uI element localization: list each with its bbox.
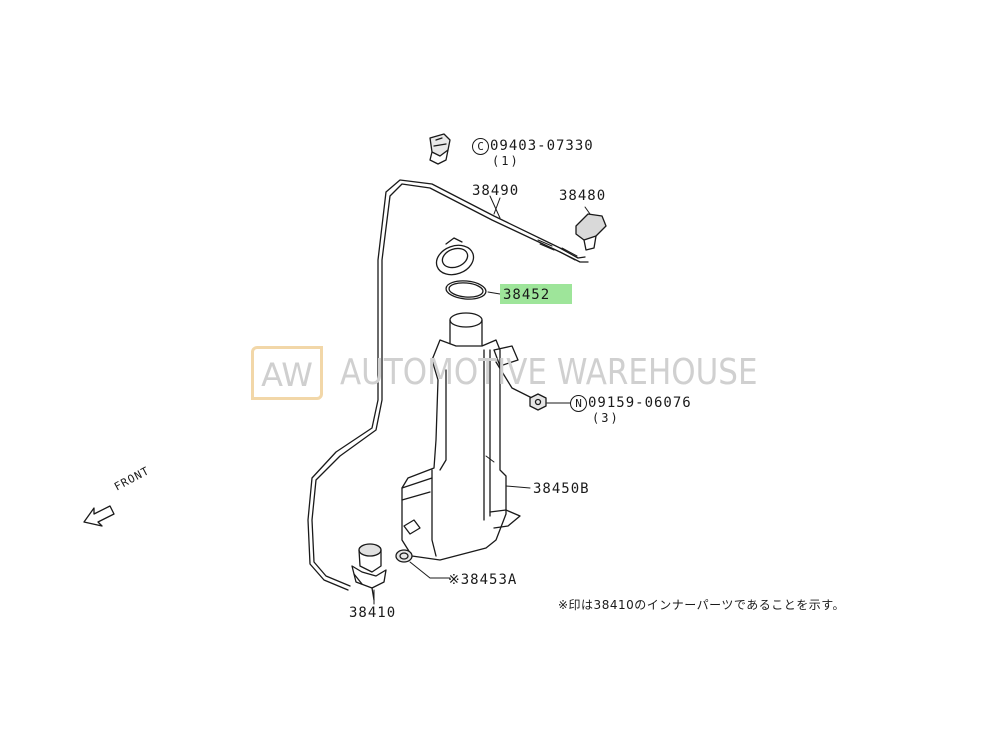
seal-ring: [445, 280, 501, 300]
hose-callout[interactable]: 38490: [472, 183, 520, 199]
filler-cap: [435, 237, 475, 276]
clip-part: [429, 133, 451, 165]
washer-pump: [351, 543, 387, 605]
grommet: [395, 549, 451, 579]
pump-callout[interactable]: 38410: [349, 605, 397, 621]
front-arrow-icon: [83, 505, 115, 527]
nut-quantity: (3): [592, 411, 620, 425]
highlight-box: [500, 284, 572, 304]
nut-part-number: 09159-06076: [588, 395, 692, 411]
mounting-nut: [529, 393, 571, 411]
watermark-text: AUTOMOTIVE WAREHOUSE: [340, 352, 758, 393]
watermark-logo-text: AW: [261, 356, 313, 394]
footnote: ※印は38410のインナーパーツであることを示す。: [558, 598, 846, 612]
nozzle-callout[interactable]: 38480: [559, 188, 607, 204]
clip-symbol: C: [472, 138, 489, 155]
washer-nozzle: [575, 206, 607, 251]
seal-callout[interactable]: 38452: [503, 287, 551, 303]
clip-quantity: (1): [492, 154, 520, 168]
washer-tank: [401, 312, 533, 561]
clip-part-number: 09403-07330: [490, 138, 594, 154]
nut-symbol: N: [570, 395, 587, 412]
washer-hose: [307, 179, 589, 591]
watermark-logo: AW: [251, 346, 323, 400]
grommet-callout[interactable]: ※38453A: [448, 572, 518, 588]
tank-callout[interactable]: 38450B: [533, 481, 590, 497]
